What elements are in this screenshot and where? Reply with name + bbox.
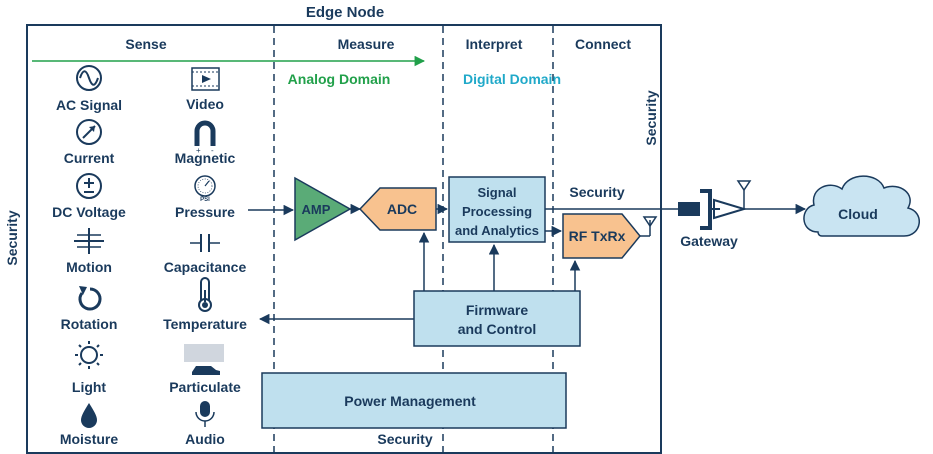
security-label-bottom: Security (377, 431, 432, 447)
digital-domain-label: Digital Domain (463, 71, 561, 87)
video-icon (191, 67, 220, 91)
signal-label-line1: Signal (477, 185, 516, 200)
sensor-label-pressure: Pressure (175, 204, 235, 220)
dc-voltage-icon (76, 173, 102, 199)
edge-node-border (26, 24, 662, 454)
gateway-label: Gateway (680, 233, 738, 249)
sensor-label-light: Light (72, 379, 107, 395)
thermometer-icon (198, 277, 212, 312)
motion-icon (74, 228, 104, 254)
section-interpret: Interpret (466, 36, 523, 52)
amp-block: AMP (294, 176, 352, 242)
sensor-label-particulate: Particulate (169, 379, 241, 395)
sensor-label-motion: Motion (66, 259, 112, 275)
particulate-icon (184, 344, 224, 375)
sensor-label-current: Current (64, 150, 115, 166)
light-sun-icon (75, 341, 103, 369)
rotation-icon (78, 286, 102, 311)
capacitor-icon (190, 234, 220, 252)
sensor-label-dc-voltage: DC Voltage (52, 204, 126, 220)
diagram-title: Edge Node (306, 4, 384, 21)
gateway-icon (678, 180, 752, 230)
signal-label-line2: Processing (462, 204, 532, 219)
moisture-drop-icon (81, 403, 97, 428)
amp-label: AMP (302, 202, 331, 217)
rf-antenna-icon (640, 216, 658, 237)
power-management-label: Power Management (344, 393, 476, 409)
firmware-label-line2: and Control (458, 321, 537, 337)
section-measure: Measure (338, 36, 395, 52)
svg-text:+: + (196, 146, 201, 155)
sensor-label-moisture: Moisture (60, 431, 119, 447)
security-label-left: Security (4, 210, 20, 265)
section-sense: Sense (125, 36, 166, 52)
adc-block: ADC (358, 187, 437, 231)
sensor-label-ac-signal: AC Signal (56, 97, 122, 113)
firmware-control-block: Firmware and Control (413, 290, 581, 347)
sensor-label-capacitance: Capacitance (164, 259, 247, 275)
magnet-icon: + - (194, 120, 216, 155)
ac-signal-icon (76, 65, 102, 91)
pressure-badge: PSI (200, 197, 210, 203)
section-connect: Connect (575, 36, 631, 52)
current-gauge-icon (76, 119, 102, 145)
pressure-gauge-icon: PSI (194, 175, 216, 203)
analog-domain-label: Analog Domain (288, 71, 391, 87)
svg-text:-: - (211, 146, 214, 155)
rf-txrx-block: RF TxRx (562, 213, 641, 259)
power-management-block: Power Management (261, 372, 567, 429)
rf-txrx-label: RF TxRx (569, 228, 626, 244)
sensor-label-rotation: Rotation (61, 316, 118, 332)
security-label-link: Security (569, 184, 624, 200)
cloud-label: Cloud (838, 206, 878, 222)
sensor-label-video: Video (186, 96, 224, 112)
signal-processing-block: Signal Processing and Analytics (448, 176, 546, 243)
cloud-icon (803, 175, 920, 237)
adc-label: ADC (387, 201, 417, 217)
microphone-icon (195, 401, 215, 427)
sensor-label-temperature: Temperature (163, 316, 247, 332)
signal-label-line3: and Analytics (455, 223, 539, 238)
sensor-label-audio: Audio (185, 431, 225, 447)
security-label-right: Security (643, 90, 659, 145)
firmware-label-line1: Firmware (466, 302, 528, 318)
sensor-label-magnetic: Magnetic (175, 150, 236, 166)
